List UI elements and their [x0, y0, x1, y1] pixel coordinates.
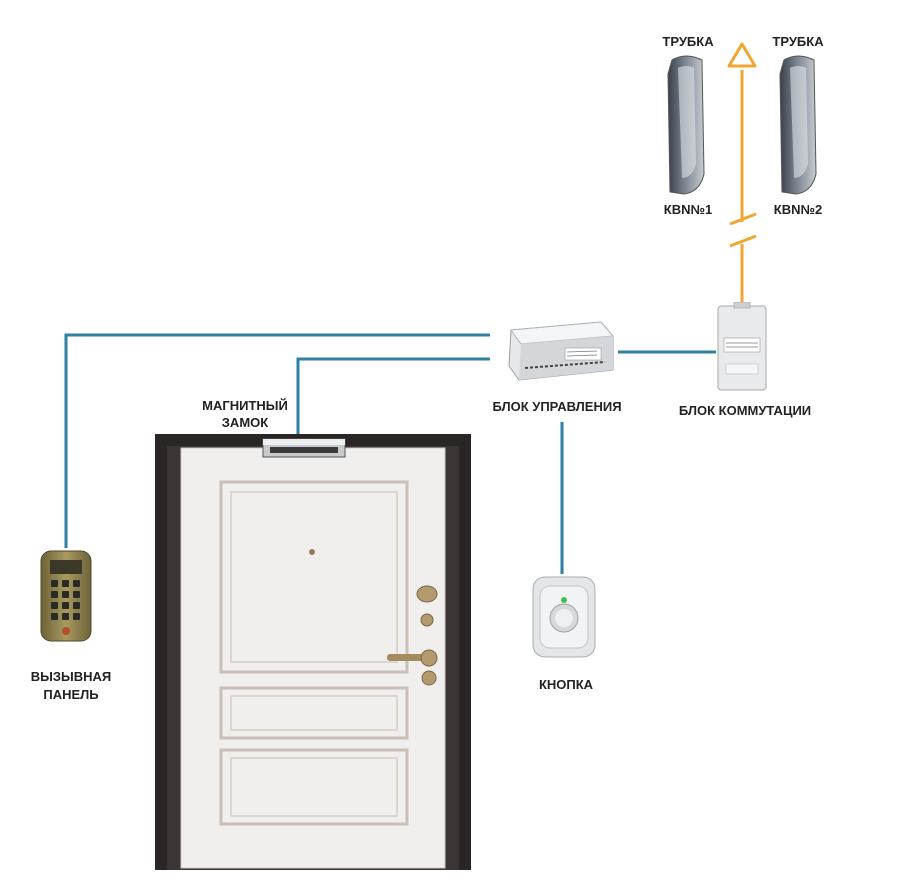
- wire-magnetic-lock: [296, 357, 490, 437]
- call-panel-label-line2: ПАНЕЛЬ: [43, 687, 99, 702]
- door-icon: [155, 434, 471, 870]
- wire-arrow-head: [727, 42, 757, 68]
- wire-break-mark-2: [729, 234, 757, 248]
- magnetic-lock-icon: [262, 438, 346, 458]
- handset-label-left: ТРУБКА: [662, 34, 714, 49]
- switch-unit-icon: [717, 302, 767, 391]
- wire-call-panel: [64, 333, 490, 548]
- magnetic-lock-label-line2: ЗАМОК: [221, 415, 269, 430]
- wire-break-mark-1: [729, 212, 757, 226]
- magnetic-lock-label-line1: МАГНИТНЫЙ: [202, 398, 288, 413]
- intercom-handset-icon: [667, 55, 705, 195]
- intercom-handset-icon: [779, 55, 817, 195]
- handset-kvn1-label: КВN№1: [663, 202, 713, 217]
- control-unit-label: БЛОК УПРАВЛЕНИЯ: [492, 399, 622, 414]
- call-panel-label-line1: ВЫЗЫВНАЯ: [30, 669, 112, 684]
- switch-unit-label: БЛОК КОММУТАЦИИ: [678, 403, 812, 418]
- button-label: КНОПКА: [538, 677, 594, 692]
- exit-button-icon: [532, 576, 596, 658]
- control-unit-icon: [508, 321, 615, 381]
- handset-label-right: ТРУБКА: [772, 34, 824, 49]
- handset-kvn2-label: КВN№2: [773, 202, 823, 217]
- call-panel-icon: [40, 550, 92, 642]
